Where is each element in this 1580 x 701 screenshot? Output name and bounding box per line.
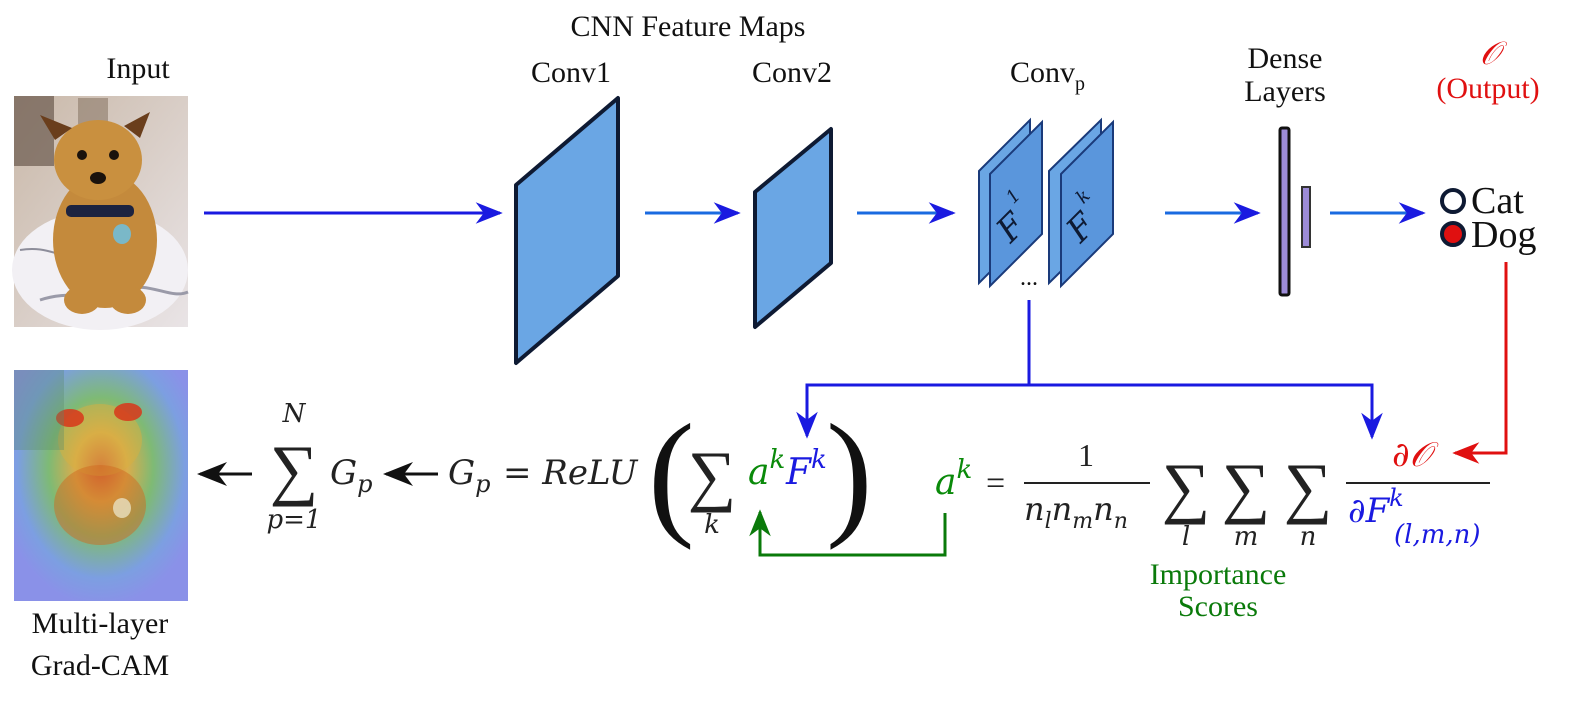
partial-F-base: ∂F xyxy=(1348,491,1391,531)
dog-label: Dog xyxy=(1471,214,1536,256)
feature-map-F1: F 1 xyxy=(978,117,1043,289)
cat-node xyxy=(1440,188,1466,214)
Fk-term: Fk xyxy=(785,445,827,493)
sum-sigma-l: ∑ xyxy=(1162,449,1210,525)
gradient-arrow xyxy=(1452,262,1508,464)
relu-text: = ReLU xyxy=(503,453,639,493)
partial-F: ∂Fk xyxy=(1348,484,1404,531)
paren-right: ) xyxy=(826,396,873,551)
partial-O: ∂𝒪 xyxy=(1392,435,1439,475)
sum-upper-N: N xyxy=(282,399,307,429)
input-dog-image xyxy=(12,96,189,330)
dense-label-line1: Dense xyxy=(1248,42,1323,75)
gp-G: G xyxy=(448,453,475,493)
gp-G-sub: p xyxy=(475,470,490,498)
equals-sign: = xyxy=(986,465,1005,502)
sum-m-sub: m xyxy=(1234,522,1259,552)
conv2-label: Conv2 xyxy=(752,56,832,89)
gp-relu-formula: Gp = ReLU ( ∑ k ak Fk ) xyxy=(448,396,873,551)
n-m: n xyxy=(1052,490,1073,528)
gradcam-heatmap-image xyxy=(14,370,188,601)
partial-F-sub: (l,m,n) xyxy=(1394,520,1481,550)
sum-l-sub: l xyxy=(1182,522,1190,552)
dense-label-line2: Layers xyxy=(1244,75,1326,108)
sum-sigma-k: ∑ xyxy=(688,437,736,513)
ak-a: a xyxy=(748,452,769,493)
sum-sigma-1: ∑ xyxy=(270,431,318,507)
Fk-F: F xyxy=(785,452,813,493)
output-label: (Output) xyxy=(1436,72,1539,105)
sum-sigma-n: ∑ xyxy=(1284,449,1332,525)
frac-denominator: nlnmnn xyxy=(1024,490,1128,534)
convp-base: Conv xyxy=(1010,56,1075,89)
gradcam-sum-formula: N ∑ p=1 Gp xyxy=(267,399,373,535)
ak-sup: k xyxy=(769,445,785,475)
arrow-to-Fk xyxy=(796,383,1029,439)
input-label: Input xyxy=(106,52,170,85)
multilayer-label: Multi-layer xyxy=(32,607,169,640)
sum-lower-p1: p=1 xyxy=(267,505,322,535)
importance-arrow xyxy=(749,509,947,557)
dog-node xyxy=(1440,221,1466,247)
frac-one: 1 xyxy=(1078,437,1094,473)
sum-G-sub: p xyxy=(357,470,372,498)
ak-term: ak xyxy=(748,445,785,493)
sum-n-sub: n xyxy=(1300,522,1317,552)
dense-layer-1 xyxy=(1278,126,1291,297)
convp-sub: p xyxy=(1075,73,1085,95)
conv2-feature-map xyxy=(753,127,833,329)
ak-lhs: ak xyxy=(935,455,972,503)
gp-lhs: Gp xyxy=(448,453,491,498)
Fk-term-sup: k xyxy=(811,445,827,475)
convp-label: Convp xyxy=(1010,56,1085,95)
feature-map-Fk: F k xyxy=(1048,117,1114,289)
output-symbol: 𝒪 xyxy=(1480,34,1508,72)
paren-left: ( xyxy=(648,396,695,551)
cat-label: Cat xyxy=(1471,180,1524,222)
ak-lhs-sup: k xyxy=(956,455,972,485)
dense-layer-2 xyxy=(1301,186,1311,248)
gradcam-label: Grad-CAM xyxy=(31,649,169,682)
n-n-sub: n xyxy=(1114,509,1128,534)
conv1-feature-map xyxy=(514,96,620,365)
arrow-to-dF xyxy=(1029,383,1383,440)
sum-sigma-m: ∑ xyxy=(1222,449,1270,525)
n-m-sub: m xyxy=(1072,509,1093,534)
sum-Gp: Gp xyxy=(330,453,373,498)
importance-label-line2: Scores xyxy=(1178,590,1258,623)
partial-F-sup: k xyxy=(1389,484,1404,512)
sum-k-sub: k xyxy=(704,510,720,540)
n-n: n xyxy=(1093,490,1114,528)
importance-label-line1: Importance xyxy=(1150,558,1287,591)
feature-maps-ellipsis: ... xyxy=(1020,265,1038,291)
importance-formula: ak = 1 nlnmnn ∑ l ∑ m ∑ n ∂𝒪 ∂Fk (l,m,n) xyxy=(935,435,1490,552)
ak-lhs-a: a xyxy=(935,462,956,503)
sum-G: G xyxy=(330,453,357,493)
diagram-title: CNN Feature Maps xyxy=(571,10,806,43)
n-l-sub: l xyxy=(1045,509,1052,534)
conv1-label: Conv1 xyxy=(531,56,611,89)
n-l: n xyxy=(1024,490,1045,528)
